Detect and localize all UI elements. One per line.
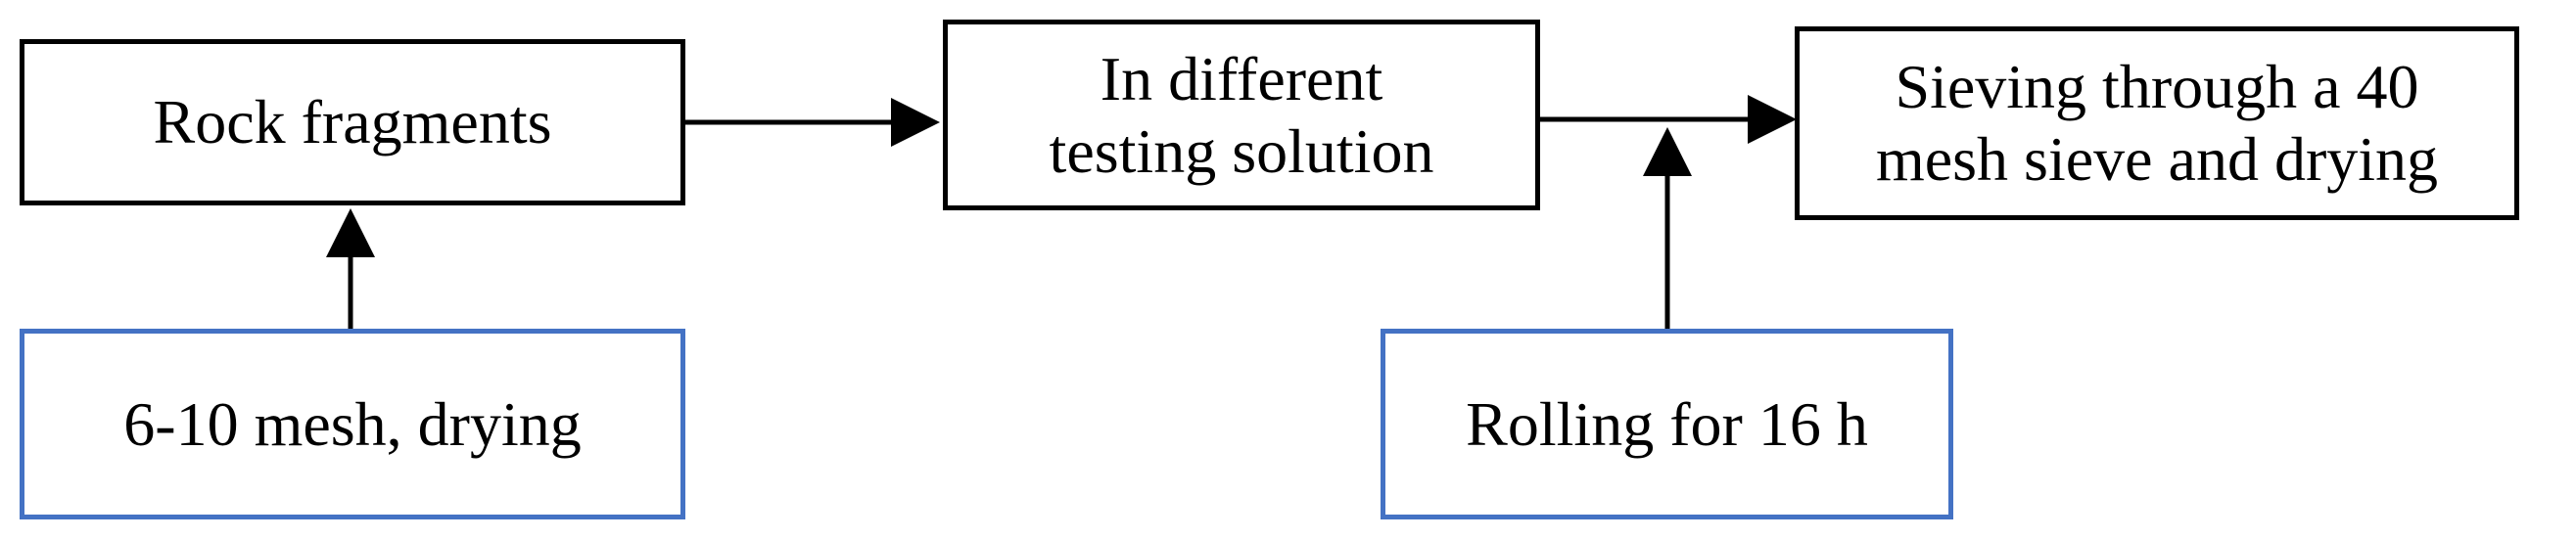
sieving-line-1: Sieving through a 40	[1895, 52, 2419, 122]
mesh-drying-box: 6-10 mesh, drying	[20, 329, 685, 519]
rolling-line-1: Rolling for 16 h	[1466, 388, 1868, 459]
rolling-box: Rolling for 16 h	[1381, 329, 1953, 519]
testing-solution-box: In different testing solution	[943, 20, 1540, 210]
sieving-line-2: mesh sieve and drying	[1875, 124, 2439, 194]
mesh-drying-line-1: 6-10 mesh, drying	[123, 388, 582, 459]
testing-solution-line-1: In different	[1100, 43, 1383, 113]
rock-fragments-line-1: Rock fragments	[153, 87, 552, 158]
sieving-box: Sieving through a 40 mesh sieve and dryi…	[1795, 26, 2519, 220]
testing-solution-line-2: testing solution	[1049, 115, 1434, 186]
rock-fragments-box: Rock fragments	[20, 39, 685, 205]
